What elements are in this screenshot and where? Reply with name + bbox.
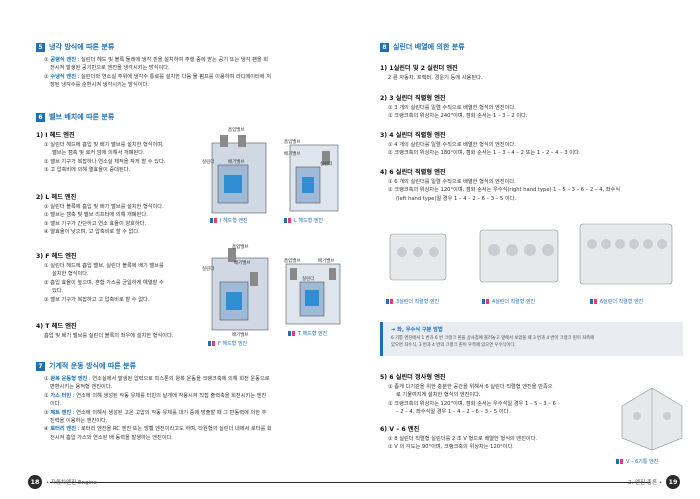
v6-engine-image [621, 387, 683, 451]
i-head-list: ① 실린더 헤드에 흡입 및 배기 밸브를 설치한 형식이며,밸브는 캠축 및 … [44, 142, 166, 174]
figure-label: 흡입밸브 [284, 140, 301, 145]
footer-rule [350, 482, 650, 483]
engine-diagram [211, 135, 339, 214]
section-title: 기계적 운동 방식에 따른 분류 [49, 362, 137, 370]
section-title: 밸브 배치에 따른 분류 [49, 113, 115, 121]
caption-icon [616, 459, 624, 464]
inline-engine-figure: 3실린더 직렬형 엔진 4실린더 직렬형 엔진 6실린더 직렬형 엔진 [380, 212, 680, 312]
r5-title: 5) 6 실린더 정사형 엔진 [380, 374, 446, 381]
f-head-title: 3) F 헤드 엔진 [36, 253, 77, 260]
right-page: 8 실린더 배열에 의한 분류 1) 1실린더 및 2 실린더 엔진 2 륜 자… [350, 0, 700, 499]
footer-label: 2. 엔진 총론 • [628, 480, 662, 486]
caption-icon [288, 331, 296, 336]
v6-figure: V – 6기통 엔진 [612, 376, 692, 468]
list-line: 장된 냉각수를 순환시켜 냉각시키는 방식이다. [50, 82, 149, 89]
note-body: 6 기통 엔진에서 1 번과 6 번 크랭크 핀을 상사점에 올려놓고 앞에서 … [391, 336, 595, 348]
engine-3cyl-image [389, 233, 447, 281]
r2-title: 2) 3 실린더 직렬형 엔진 [380, 95, 446, 102]
section-5-heading: 5 냉각 방식에 따른 분류 [36, 42, 114, 52]
figure-label: 흡입밸브 [232, 245, 249, 250]
r2-list: ① 3 개의 실린더를 일렬 수직으로 배열한 형식의 엔진이다.② 크랭크축의… [388, 105, 528, 120]
section-7-heading: 7 기계적 운동 방식에 따른 분류 [36, 361, 136, 371]
figure-label: 배기밸브 [318, 259, 335, 264]
note-box: ➜ 좌, 우수식 구분 방법 6 기통 엔진에서 1 번과 6 번 크랭크 핀을… [380, 322, 683, 356]
caption-icon [590, 299, 598, 304]
page-number: 19 [666, 475, 680, 489]
figure-label: 흡입밸브 [228, 128, 245, 133]
mechanical-list: ① 왕복 운동형 엔진 : 연소실에서 발생된 압력으로 피스톤의 왕복 운동을… [44, 376, 272, 441]
r3-title: 3) 4 실린더 직렬형 엔진 [380, 132, 446, 139]
r3-list: ① 4 개의 실린더를 일렬 수직으로 배열한 형식의 엔진이다.② 크랭크축의… [388, 142, 581, 157]
r1-text: 2 륜 자동차, 트랙터, 경운기 등에 사용된다. [388, 75, 483, 81]
figure-label: 배기밸브 [234, 261, 251, 266]
r5-list: ① 좁게 다기관을 위한 충분한 공간을 위해서 6 실린더 직렬형 엔진을 만… [388, 384, 556, 416]
figure-caption: F 헤드형 엔진 [208, 340, 247, 347]
r1-title: 1) 1실린더 및 2 실린더 엔진 [380, 65, 458, 72]
left-page: 5 냉각 방식에 따른 분류 ① 공랭식 엔진 : 실린더 헤드 및 블록 둘레… [28, 42, 350, 489]
figure-label: 흡입밸브 [284, 259, 301, 264]
figure-caption: 4실린더 직렬형 엔진 [482, 298, 535, 305]
l-head-list: ① 실린더 블록에 흡입 및 배기 밸브를 설치한 형식이다.② 밸브는 캠축 … [44, 204, 164, 236]
figure-caption: 6실린더 직렬형 엔진 [590, 298, 643, 305]
engine-diagram [211, 248, 341, 331]
figure-label: 배기밸브 [284, 152, 301, 157]
figure-caption: T 헤드형 엔진 [288, 330, 327, 337]
engine-blocks [389, 223, 673, 285]
caption-icon [210, 218, 218, 223]
f-t-head-figure: 흡입밸브 배기밸브 실린더 흡입밸브 배기밸브 실린더 배기밸브 F 헤드형 엔… [198, 238, 348, 348]
r4-list: ① 6 개의 실린더를 일렬 수직으로 배열한 형식의 엔진이다.② 크랭크축의… [388, 179, 621, 202]
section-number: 8 [380, 42, 389, 52]
r6-title: 6) V – 6 엔진 [380, 426, 420, 433]
engine-6cyl-image [579, 223, 673, 285]
list-line: ② 수냉식 엔진 : 실린더와 연소실 주위에 냉각수 통로를 설치한 다음 물… [44, 73, 271, 80]
figure-caption: L 헤드형 엔진 [284, 217, 323, 224]
engine-4cyl-image [479, 229, 559, 283]
section-number: 6 [36, 112, 45, 122]
section-number: 5 [36, 42, 45, 52]
list-line: 전시켜 발생된 공기만으로 엔진을 냉각시키는 방식이다. [50, 65, 170, 72]
t-head-text: 흡입 및 배기 밸브를 실린더 블록의 좌우에 설치한 형식이다. [44, 333, 174, 339]
figure-caption: I 헤드형 엔진 [210, 217, 248, 224]
caption-icon [386, 299, 394, 304]
caption-icon [482, 299, 490, 304]
section-number: 7 [36, 361, 45, 371]
figure-caption: V – 6기통 엔진 [616, 458, 658, 465]
figure-caption: 3실린더 직렬형 엔진 [386, 298, 439, 305]
list-line: ① 공랭식 엔진 : 실린더 헤드 및 블록 둘레에 냉각 핀을 설치하여 주행… [44, 57, 269, 63]
figure-label: 배기밸브 [228, 160, 245, 165]
figure-label: 실린더 [202, 267, 215, 272]
figure-label: 실린더 [202, 160, 215, 165]
page-number: 18 [28, 475, 42, 489]
section-6-heading: 6 밸브 배치에 따른 분류 [36, 112, 114, 122]
note-title: ➜ 좌, 우수식 구분 방법 [391, 327, 443, 333]
t-head-title: 4) T 헤드 엔진 [36, 323, 77, 330]
i-head-title: 1) I 헤드 엔진 [36, 132, 75, 139]
cooling-list: ① 공랭식 엔진 : 실린더 헤드 및 블록 둘레에 냉각 핀을 설치하여 주행… [44, 56, 344, 90]
section-title: 실린더 배열에 의한 분류 [393, 43, 465, 51]
l-head-title: 2) L 헤드 엔진 [36, 194, 77, 201]
figure-label: 실린더 [302, 277, 315, 282]
figure-label: 실린더 [320, 162, 333, 167]
section-8-heading: 8 실린더 배열에 의한 분류 [380, 42, 465, 52]
caption-icon [208, 341, 216, 346]
footer-rule [50, 482, 350, 483]
r6-list: ① 8 실린더 직렬형 실린더를 2 조 V 형으로 배열한 형식의 엔진이다.… [388, 436, 538, 451]
figure-label: 배기밸브 [232, 333, 249, 338]
right-footer: 2. 엔진 총론 • 19 [628, 475, 680, 489]
r4-title: 4) 6 실린더 직렬형 엔진 [380, 169, 446, 176]
left-footer: 18 • 자동차엔진 Engine [28, 475, 97, 489]
footer-label: • 자동차엔진 Engine [46, 480, 97, 486]
i-l-head-figure: 흡입밸브 흡입밸브 배기밸브 실린더 배기밸브 실린더 I 헤드형 엔진 L 헤… [198, 125, 348, 230]
section-title: 냉각 방식에 따른 분류 [49, 43, 115, 51]
caption-icon [284, 218, 292, 223]
